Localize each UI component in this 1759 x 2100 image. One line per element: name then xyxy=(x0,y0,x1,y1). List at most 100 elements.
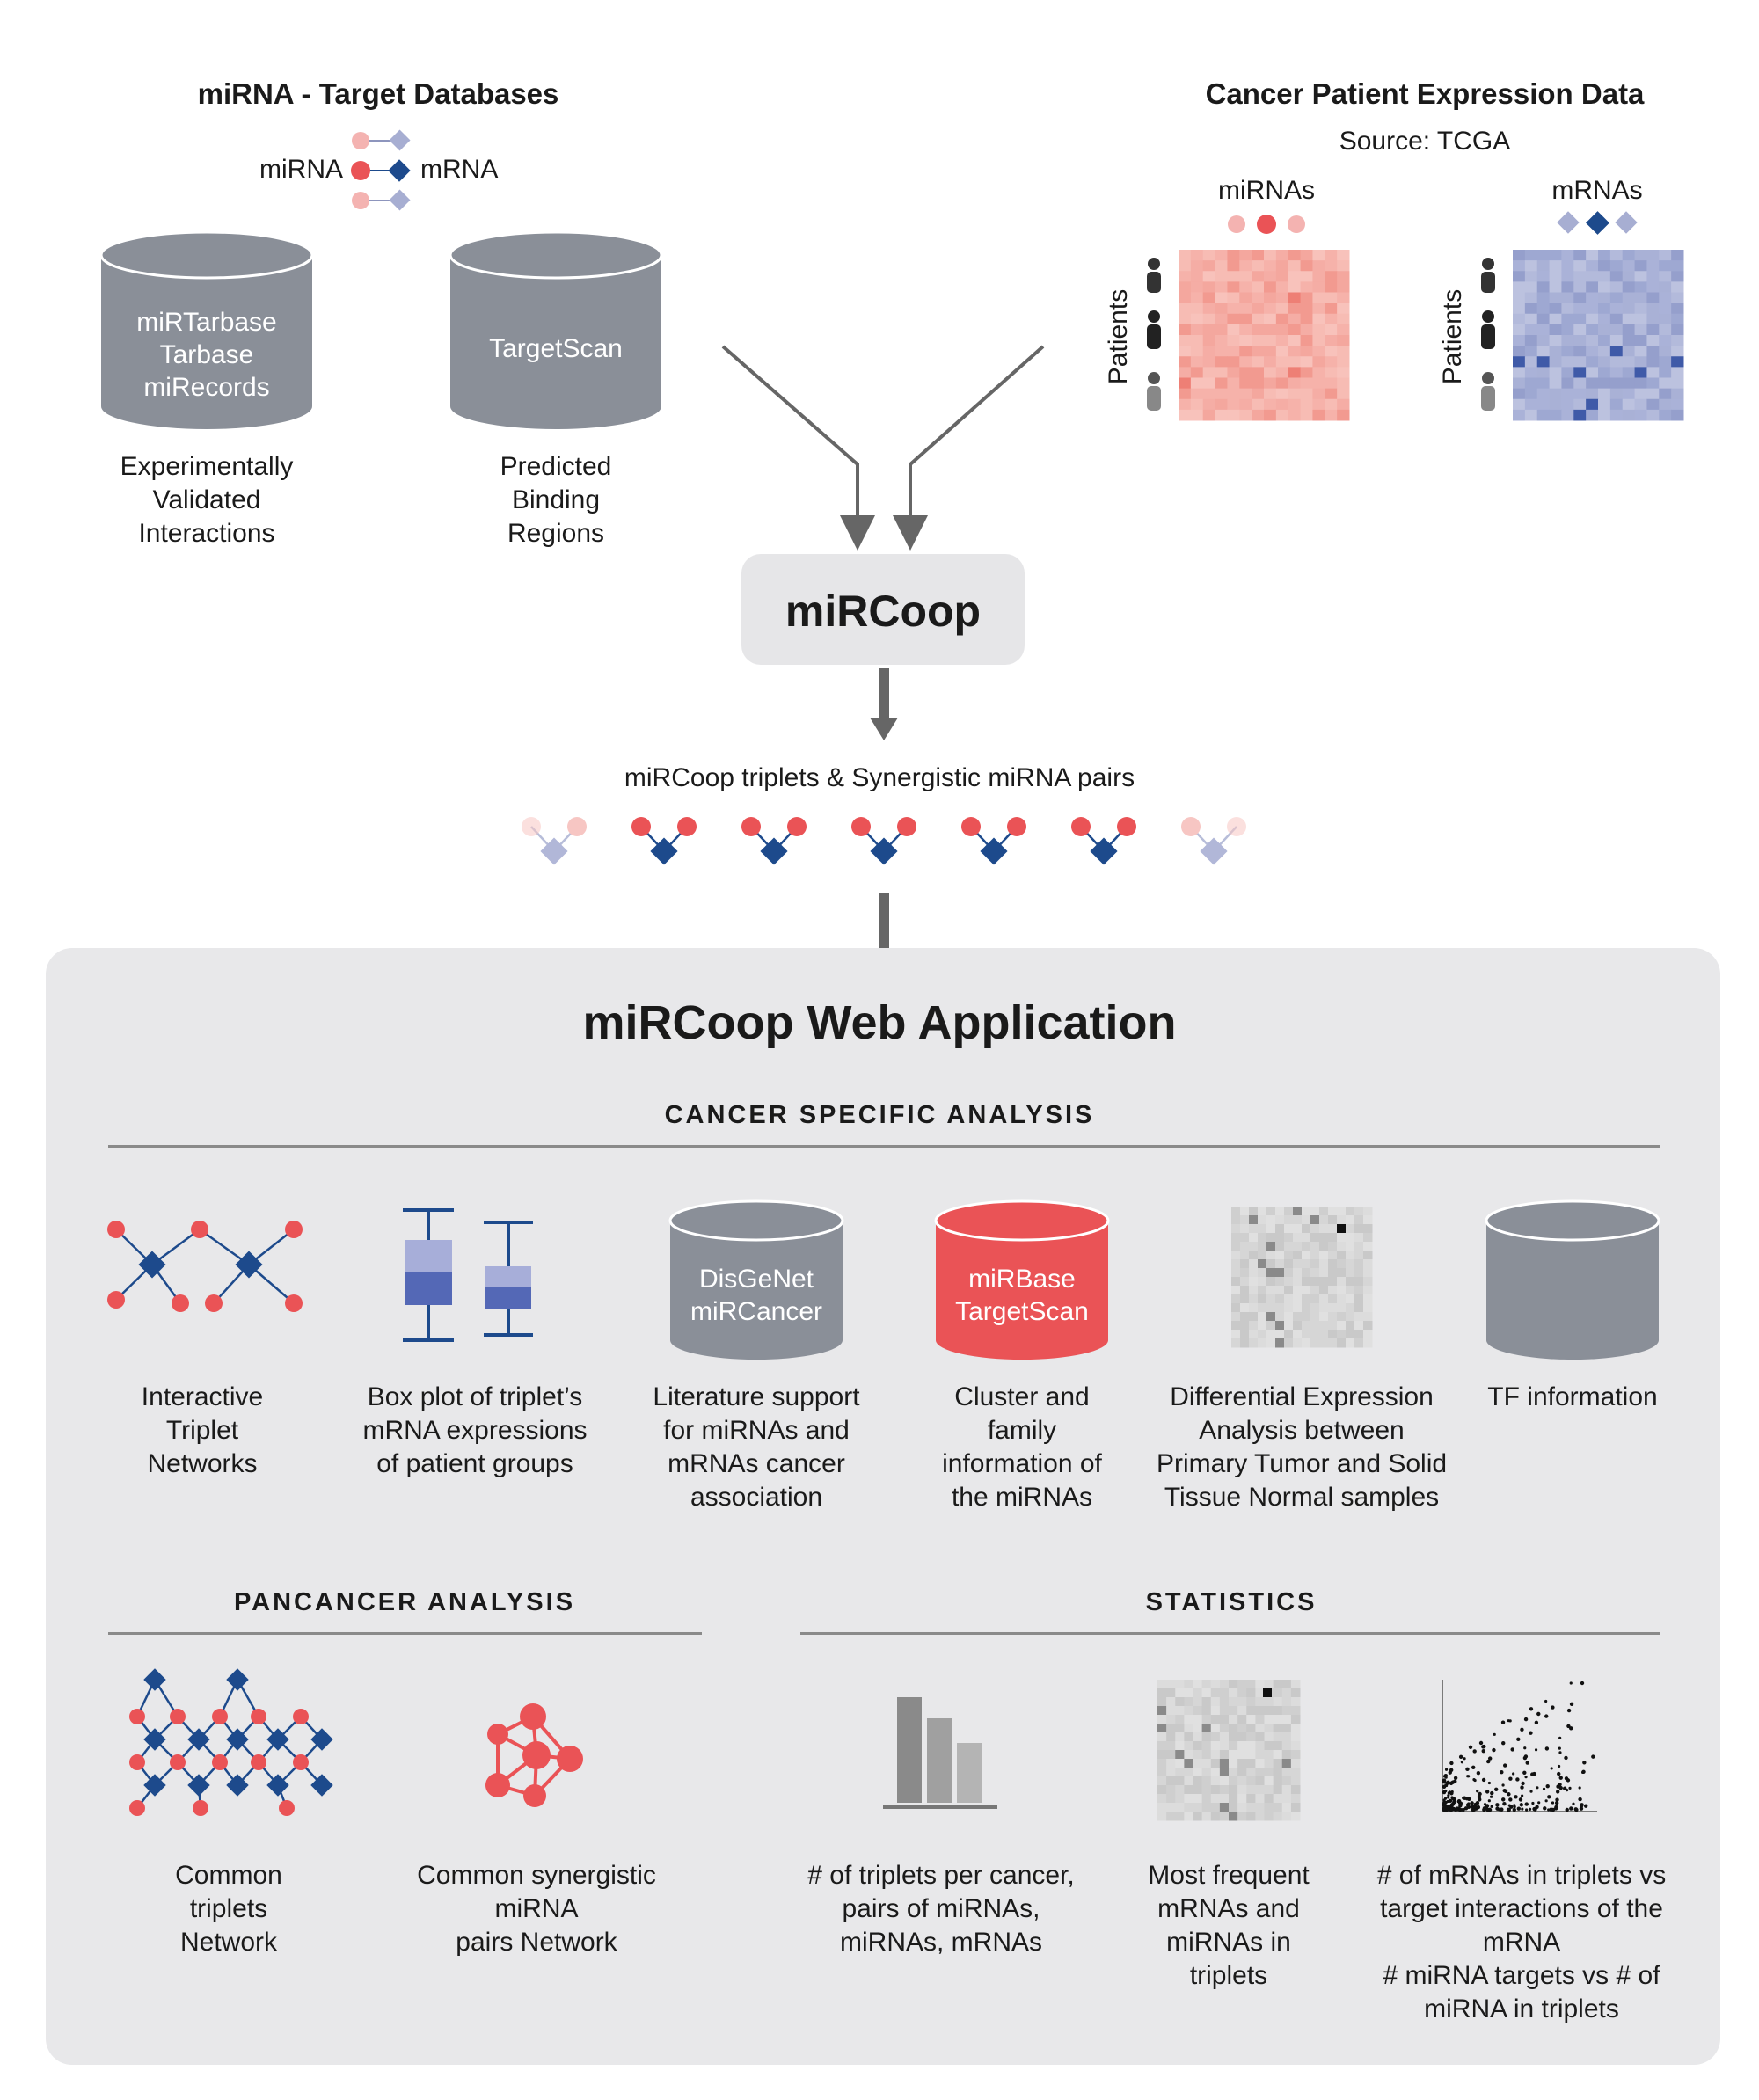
db2-caption-3: Regions xyxy=(507,519,605,548)
cap-item2: Box plot of triplet’s mRNA expressions o… xyxy=(343,1381,607,1481)
db4-line-1: miRBase xyxy=(968,1265,1076,1294)
cap-item5-line1: Differential Expression xyxy=(1170,1382,1434,1411)
cap-item3-line2: for miRNAs and xyxy=(663,1416,850,1445)
cancer-specific-rule xyxy=(108,1145,1660,1148)
cap-item6-line1: TF information xyxy=(1487,1382,1658,1411)
mirna-expression-heatmap xyxy=(1179,250,1350,421)
cap-item3-line3: mRNAs cancer xyxy=(668,1449,845,1478)
mrnas-label: mRNAs xyxy=(1551,176,1643,205)
statistics-header: STATISTICS xyxy=(1145,1588,1317,1616)
pancancer-rule xyxy=(108,1632,702,1635)
synergistic-pairs-network-icon xyxy=(485,1703,583,1807)
cap-stat3-line5: miRNA in triplets xyxy=(1424,1994,1619,2023)
triplets-label: miRCoop triplets & Synergistic miRNA pai… xyxy=(624,763,1135,792)
db2-caption-2: Binding xyxy=(511,485,601,514)
boxplot-icon xyxy=(403,1208,533,1342)
disgenet-database-icon xyxy=(668,1199,844,1360)
db1-line-2: Tarbase xyxy=(159,340,254,369)
statistics-rule xyxy=(800,1632,1660,1635)
mirtarbase-database-icon xyxy=(99,230,314,429)
targetscan-database-icon xyxy=(449,230,663,429)
mirna-dots-icon xyxy=(1228,215,1305,234)
cap-stat3-line4: # miRNA targets vs # of xyxy=(1383,1961,1660,1990)
cap-stat2-line3: miRNAs in xyxy=(1166,1928,1291,1957)
mrna-diamonds-icon xyxy=(1557,211,1638,235)
webapp-title: miRCoop Web Application xyxy=(582,996,1177,1049)
cap-pan2: Common synergistic miRNA pairs Network xyxy=(396,1859,677,1959)
cap-item4-line3: information of xyxy=(942,1449,1102,1478)
cap-item5-line4: Tissue Normal samples xyxy=(1164,1483,1440,1512)
cap-stat3: # of mRNAs in triplets vs target interac… xyxy=(1354,1859,1689,2026)
cap-item5: Differential Expression Analysis between… xyxy=(1135,1381,1469,1514)
mircoop-box xyxy=(741,554,1025,665)
cap-stat1-line3: miRNAs, mRNAs xyxy=(840,1928,1042,1957)
expression-source: Source: TCGA xyxy=(1339,127,1511,156)
mirnas-label: miRNAs xyxy=(1218,176,1315,205)
db1-caption-1: Experimentally xyxy=(120,452,294,481)
cap-item4-line2: family xyxy=(987,1416,1057,1445)
cap-item3-line1: Literature support xyxy=(653,1382,860,1411)
legend-mirna-label: miRNA xyxy=(259,155,343,184)
db2-line-1: TargetScan xyxy=(489,334,623,363)
common-triplets-network-icon xyxy=(129,1668,333,1816)
expression-title: Cancer Patient Expression Data xyxy=(1205,77,1645,110)
db3-line-1: DisGeNet xyxy=(698,1265,814,1294)
cap-stat3-line2: target interactions of the xyxy=(1380,1894,1663,1923)
mirbase-database-icon xyxy=(934,1199,1110,1360)
db1-caption-3: Interactions xyxy=(138,519,275,548)
cap-item1-line3: Networks xyxy=(147,1449,258,1478)
scatter-plot-icon xyxy=(1442,1680,1597,1812)
databases-title: miRNA - Target Databases xyxy=(197,77,559,110)
cap-item2-line3: of patient groups xyxy=(376,1449,573,1478)
frequent-mrnas-heatmap-icon xyxy=(1157,1680,1301,1821)
cancer-specific-header: CANCER SPECIFIC ANALYSIS xyxy=(664,1101,1095,1129)
cap-pan1-line3: Network xyxy=(179,1928,278,1957)
cap-stat2-line2: mRNAs and xyxy=(1157,1894,1300,1923)
mirna-mrna-legend-icon xyxy=(351,129,411,211)
patients-icon-right xyxy=(1481,258,1495,411)
cap-pan1-line1: Common xyxy=(175,1861,282,1890)
cap-stat2: Most frequent mRNAs and miRNAs in triple… xyxy=(1117,1859,1340,1993)
differential-expression-heatmap-icon xyxy=(1231,1207,1373,1348)
converging-arrows xyxy=(721,345,1045,551)
db2-caption-1: Predicted xyxy=(500,452,612,481)
legend-mrna-label: mRNA xyxy=(420,155,499,184)
cap-item4: Cluster and family information of the mi… xyxy=(899,1381,1145,1514)
cap-pan1: Common triplets Network xyxy=(106,1859,352,1959)
patients-icon-left xyxy=(1147,258,1161,411)
cap-item1: Interactive Triplet Networks xyxy=(79,1381,325,1481)
cap-item6: TF information xyxy=(1460,1381,1685,1414)
triplet-network-icon xyxy=(107,1221,303,1312)
cap-item1-line2: Triplet xyxy=(165,1416,239,1445)
db3-line-2: miRCancer xyxy=(690,1297,823,1326)
cap-stat2-line1: Most frequent xyxy=(1148,1861,1310,1890)
cap-item5-line2: Analysis between xyxy=(1199,1416,1405,1445)
cap-item2-line1: Box plot of triplet’s xyxy=(367,1382,583,1411)
db1-line-1: miRTarbase xyxy=(136,308,277,337)
cap-stat3-line3: mRNA xyxy=(1482,1928,1561,1957)
bar-chart-icon xyxy=(883,1697,997,1809)
webapp-panel xyxy=(46,948,1720,2065)
mircoop-box-label: miRCoop xyxy=(785,587,982,636)
cap-pan2-line3: pairs Network xyxy=(456,1928,617,1957)
pancancer-header: PANCANCER ANALYSIS xyxy=(233,1588,576,1616)
db1-caption-2: Validated xyxy=(152,485,261,514)
down-arrow-1 xyxy=(870,668,898,740)
cap-pan1-line2: triplets xyxy=(189,1894,268,1923)
mrna-expression-heatmap xyxy=(1513,250,1684,421)
db4-line-2: TargetScan xyxy=(955,1297,1089,1326)
cap-item3: Literature support for miRNAs and mRNAs … xyxy=(616,1381,897,1514)
cap-item4-line4: the miRNAs xyxy=(951,1483,1093,1512)
cap-stat2-line4: triplets xyxy=(1189,1961,1268,1990)
cap-item3-line4: association xyxy=(690,1483,823,1512)
cap-stat1-line2: pairs of miRNAs, xyxy=(842,1894,1040,1923)
cap-pan2-line2: miRNA xyxy=(494,1894,579,1923)
cap-stat3-line1: # of mRNAs in triplets vs xyxy=(1376,1861,1667,1890)
tf-database-icon xyxy=(1485,1199,1660,1360)
cap-item4-line1: Cluster and xyxy=(954,1382,1090,1411)
triplet-pairs-row xyxy=(522,817,1246,865)
cap-item5-line3: Primary Tumor and Solid xyxy=(1156,1449,1448,1478)
cap-pan2-line1: Common synergistic xyxy=(417,1861,656,1890)
cap-stat1-line1: # of triplets per cancer, xyxy=(807,1861,1075,1890)
db1-line-3: miRecords xyxy=(143,373,270,402)
